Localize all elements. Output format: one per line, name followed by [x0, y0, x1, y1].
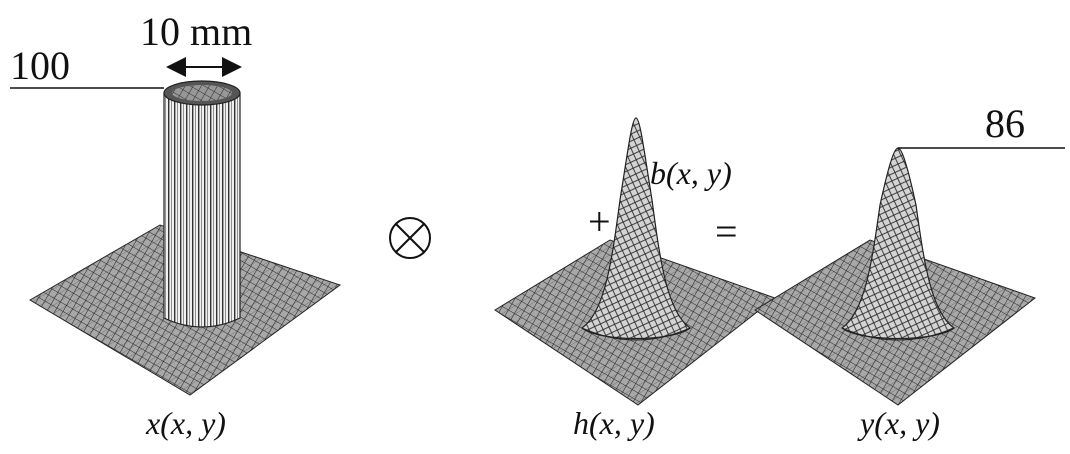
output-surface	[754, 147, 1037, 406]
psf-caption: h(x, y)	[573, 405, 655, 441]
psf-surface	[494, 117, 777, 406]
noise-term: b(x, y)	[650, 155, 732, 191]
width-label: 10 mm	[140, 9, 253, 54]
output-peak	[840, 147, 956, 340]
input-cylinder	[163, 80, 241, 328]
input-surface	[29, 80, 342, 396]
plus-symbol: +	[588, 199, 611, 244]
input-caption: x(x, y)	[146, 405, 226, 441]
equals-symbol: =	[715, 209, 738, 254]
output-caption: y(x, y)	[860, 405, 940, 441]
circled-times-icon	[389, 217, 431, 259]
input-peak-label: 100	[10, 43, 70, 88]
psf-peak	[580, 117, 692, 340]
output-peak-label: 86	[985, 101, 1025, 146]
